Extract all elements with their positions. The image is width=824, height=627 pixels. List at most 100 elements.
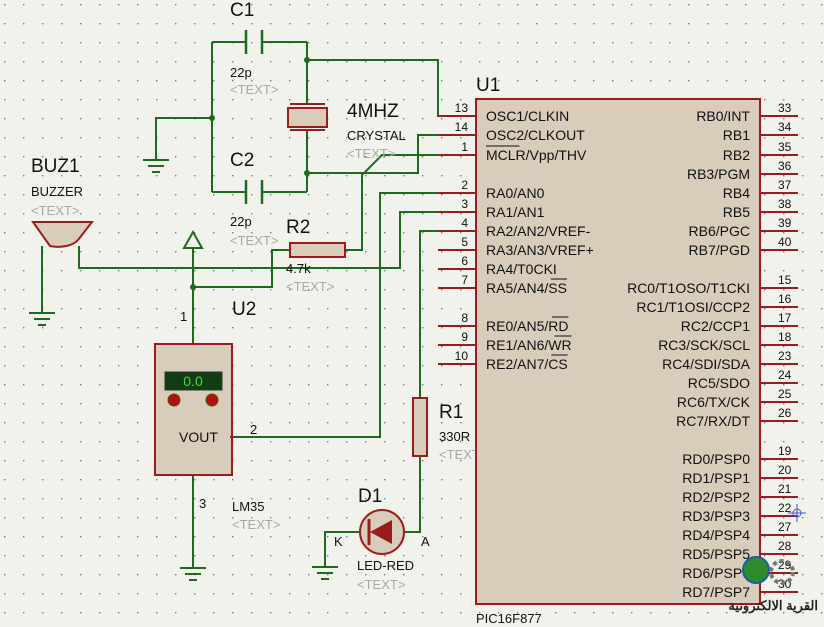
c2-text-placeholder: <TEXT> xyxy=(230,233,278,248)
u2-type: LM35 xyxy=(232,499,265,514)
c1-text-placeholder: <TEXT> xyxy=(230,82,278,97)
mcu-pin-number: 24 xyxy=(778,368,792,382)
mcu-pin-number: 28 xyxy=(778,539,792,553)
ground-icon xyxy=(143,159,169,173)
r1-ref: R1 xyxy=(439,402,463,423)
mcu-pin-number: 36 xyxy=(778,159,792,173)
mcu-pin-number: 19 xyxy=(778,444,792,458)
d1-type: LED-RED xyxy=(357,558,414,573)
resistor-r2[interactable]: R2 4.7k <TEXT> xyxy=(286,217,346,294)
mcu-pin-label: RB1 xyxy=(723,127,750,143)
mcu-pin-number: 21 xyxy=(778,482,792,496)
lm35-display-value: 0.0 xyxy=(183,373,203,389)
u2-pin-3: 3 xyxy=(199,496,206,511)
mcu-pin-label: RD7/PSP7 xyxy=(682,584,750,600)
u2-text-placeholder: <TEXT> xyxy=(232,517,280,532)
mcu-pin-label: RA1/AN1 xyxy=(486,204,545,220)
resistor-r1[interactable]: R1 330R <TEXT> xyxy=(412,397,487,462)
crystal-text-placeholder: <TEXT> xyxy=(347,146,395,161)
mcu-pin-label: OSC2/CLKOUT xyxy=(486,127,585,143)
u1-part: PIC16F877 xyxy=(476,611,542,626)
decrease-button-icon[interactable] xyxy=(167,393,181,407)
mcu-pin-label: RD1/PSP1 xyxy=(682,470,750,486)
wires xyxy=(41,41,450,568)
ground-icon xyxy=(29,312,55,326)
mcu-pin-number: 13 xyxy=(455,101,469,115)
watermark: القرية الالكترونية xyxy=(728,556,818,614)
mcu-pin-label: RC5/SDO xyxy=(688,375,750,391)
ground-icon xyxy=(180,567,206,581)
probe-crosshair-icon[interactable] xyxy=(788,504,806,522)
buzzer-buz1[interactable]: BUZ1 BUZZER <TEXT> xyxy=(31,156,95,248)
mcu-pin-label: RB4 xyxy=(723,185,750,201)
capacitor-c1[interactable]: C1 22p <TEXT> xyxy=(230,0,278,97)
u2-pin-1: 1 xyxy=(180,309,187,324)
mcu-pin-number: 15 xyxy=(778,273,792,287)
mcu-pin-number: 34 xyxy=(778,120,792,134)
sensor-lm35-u2[interactable]: 0.0 VOUT U2 1 2 3 LM35 <TEXT> xyxy=(154,299,280,532)
ground-symbols xyxy=(29,159,338,581)
increase-button-icon[interactable] xyxy=(205,393,219,407)
mcu-pin-number: 10 xyxy=(455,349,469,363)
led-d1[interactable]: D1 K A LED-RED <TEXT> xyxy=(334,486,430,592)
mcu-pin-number: 40 xyxy=(778,235,792,249)
mcu-pin-number: 25 xyxy=(778,387,792,401)
capacitor-c2[interactable]: C2 22p <TEXT> xyxy=(230,150,278,248)
r2-ref: R2 xyxy=(286,217,310,238)
crystal-x1[interactable]: 4MHZ CRYSTAL <TEXT> xyxy=(287,101,406,161)
mcu-pin-label: RB3/PGM xyxy=(687,166,750,182)
mcu-pin-number: 38 xyxy=(778,197,792,211)
mcu-pin-number: 8 xyxy=(461,311,468,325)
mcu-pin-number: 17 xyxy=(778,311,792,325)
mcu-pin-number: 33 xyxy=(778,101,792,115)
mcu-pin-number: 6 xyxy=(461,254,468,268)
mcu-pin-label: RD5/PSP5 xyxy=(682,546,750,562)
r2-value: 4.7k xyxy=(286,261,311,276)
mcu-pin-number: 20 xyxy=(778,463,792,477)
mcu-pin-label: RD4/PSP4 xyxy=(682,527,750,543)
mcu-pin-number: 39 xyxy=(778,216,792,230)
mcu-pin-label: RA0/AN0 xyxy=(486,185,545,201)
mcu-pin-label: RE1/AN6/WR xyxy=(486,337,572,353)
mcu-pin-label: RE0/AN5/RD xyxy=(486,318,568,334)
c1-value: 22p xyxy=(230,65,252,80)
crystal-value: 4MHZ xyxy=(347,101,399,122)
d1-k-label: K xyxy=(334,534,343,549)
